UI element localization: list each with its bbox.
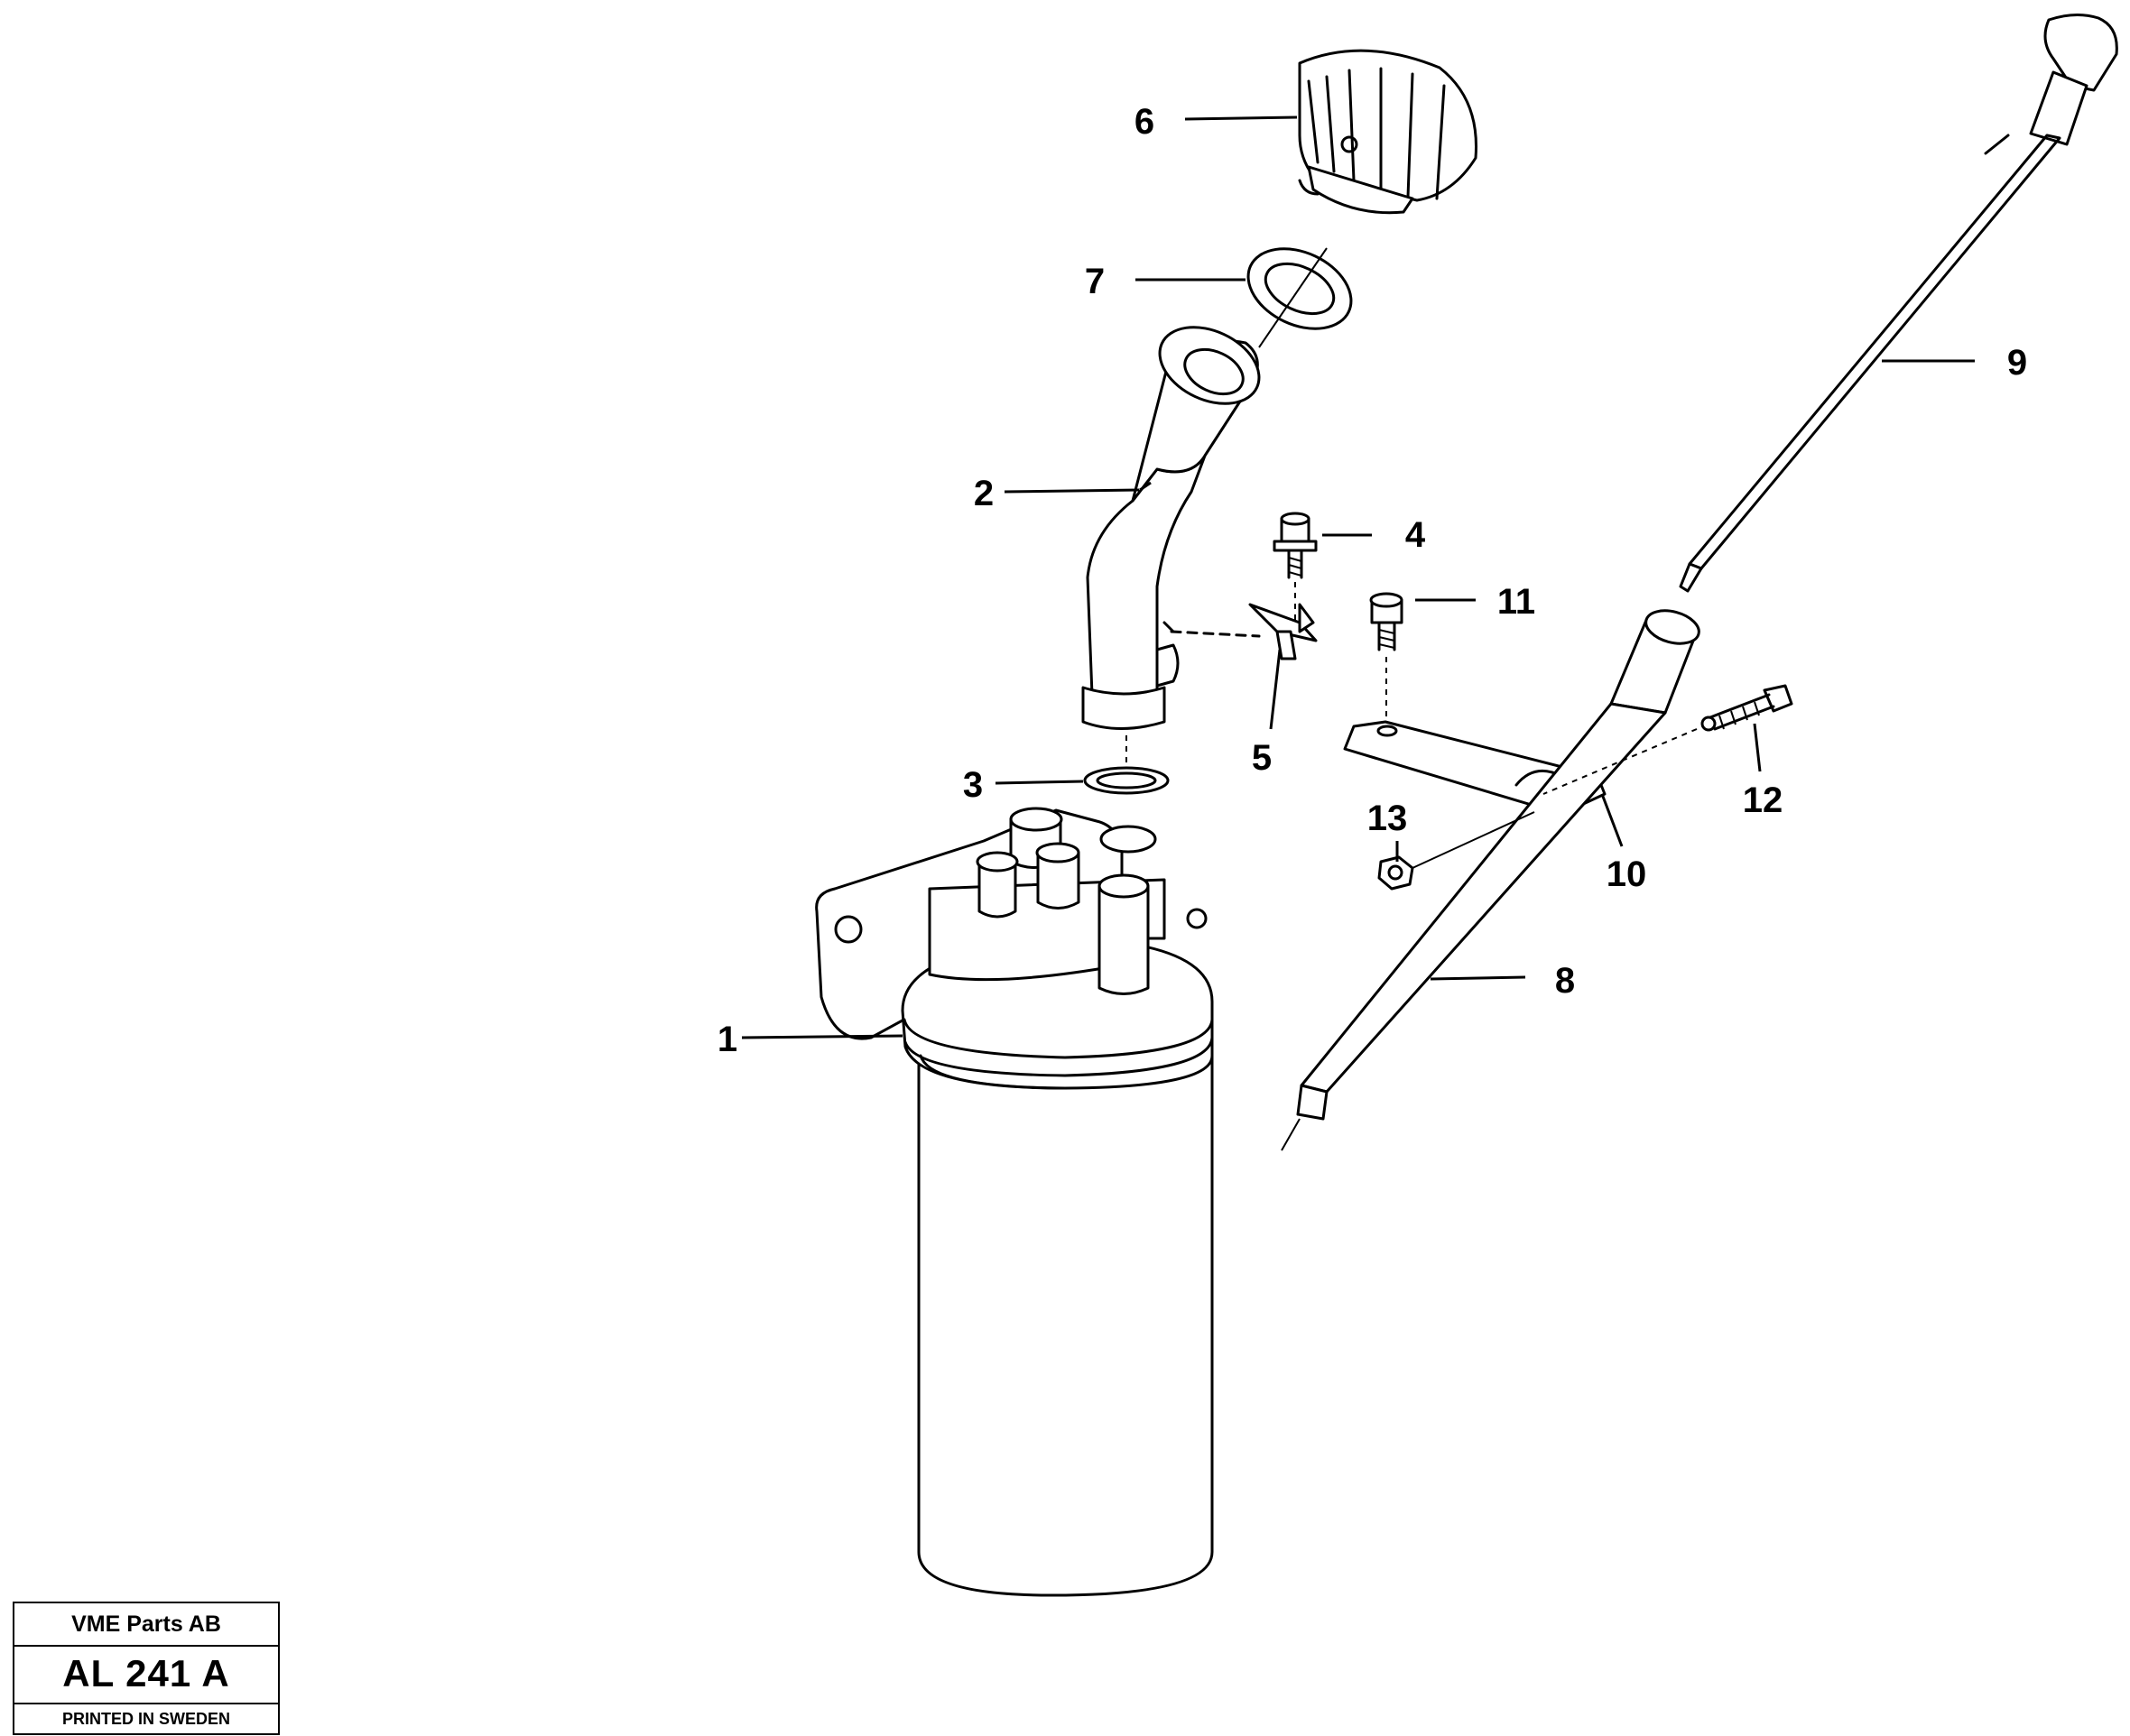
screw-part-12: [1542, 684, 1793, 795]
callout-3: 3: [963, 765, 983, 805]
company-name: VME Parts AB: [14, 1603, 278, 1647]
title-block: VME Parts AB AL 241 A PRINTED IN SWEDEN: [13, 1602, 280, 1735]
callout-12: 12: [1743, 780, 1783, 820]
callout-5: 5: [1252, 738, 1272, 778]
callout-9: 9: [2007, 343, 2027, 383]
nut-part-13: [1377, 811, 1535, 891]
drawing-code: AL 241 A: [14, 1645, 278, 1704]
callout-7: 7: [1085, 262, 1105, 301]
callout-2: 2: [974, 474, 994, 513]
clip-part-5: [1248, 603, 1318, 660]
dipstick-tube-part-8: [1281, 609, 1700, 1151]
dipstick-part-9: [1679, 14, 2118, 593]
oil-filter-part-1: [815, 807, 1214, 1597]
callout-1: 1: [718, 1020, 737, 1059]
callout-10: 10: [1607, 854, 1647, 894]
o-ring-part-3: [1083, 735, 1170, 795]
callout-11: 11: [1497, 582, 1535, 622]
callout-13: 13: [1367, 799, 1408, 838]
screw-part-4: [1273, 512, 1318, 623]
leader-lines: [741, 115, 1975, 1039]
callout-8: 8: [1555, 961, 1575, 1001]
filler-cap-part-6: [1298, 49, 1477, 215]
callout-6: 6: [1134, 102, 1154, 142]
gasket-part-7: [1246, 247, 1353, 348]
filler-pipe-part-2: [1081, 326, 1261, 730]
bolt-part-11: [1369, 592, 1403, 722]
printed-note: PRINTED IN SWEDEN: [61, 1710, 230, 1728]
callout-4: 4: [1405, 515, 1426, 555]
